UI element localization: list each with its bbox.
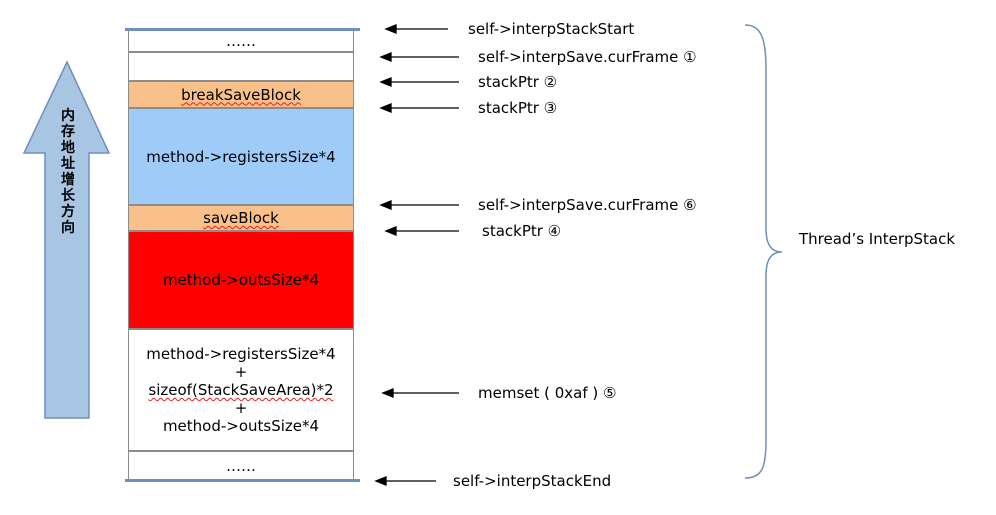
memset-line-outs: method->outsSize*4 — [162, 417, 320, 435]
label-cur-frame-6: self->interpSave.curFrame ⑥ — [478, 196, 697, 214]
break-save-block-text: breakSaveBlock — [181, 85, 301, 104]
outs-block-text: method->outsSize*4 — [162, 271, 320, 289]
pointer-arrows — [374, 24, 459, 486]
memory-growth-label: 内存地址增长方向 — [61, 108, 75, 236]
memset-area-block: method->registersSize*4 + sizeof(StackSa… — [128, 329, 354, 451]
bottom-ellipsis-text: …… — [226, 456, 256, 475]
registers-block: method->registersSize*4 — [128, 108, 354, 205]
memset-line-registers: method->registersSize*4 — [146, 345, 336, 363]
outs-block: method->outsSize*4 — [128, 231, 354, 329]
label-cur-frame-1: self->interpSave.curFrame ① — [478, 48, 697, 66]
save-block-text: saveBlock — [203, 209, 279, 227]
stack-bottom-ellipsis: …… — [128, 451, 354, 480]
memory-growth-arrow — [22, 60, 111, 419]
break-save-block: breakSaveBlock — [128, 81, 354, 108]
label-stack-ptr-3: stackPtr ③ — [478, 99, 558, 117]
registers-block-text: method->registersSize*4 — [146, 147, 336, 166]
label-stack-ptr-4: stackPtr ④ — [482, 222, 562, 240]
stack-top-edge — [125, 28, 360, 31]
save-block: saveBlock — [128, 205, 354, 231]
stack-bottom-edge — [125, 479, 360, 482]
thread-interp-stack-label: Thread’s InterpStack — [799, 230, 956, 248]
memset-line-save-area: sizeof(StackSaveArea)*2 — [148, 381, 334, 399]
memset-plus-2: + — [234, 399, 248, 417]
label-stack-start: self->interpStackStart — [468, 20, 635, 38]
top-ellipsis-text: …… — [226, 32, 256, 50]
label-stack-ptr-2: stackPtr ② — [478, 73, 558, 91]
label-stack-end: self->interpStackEnd — [453, 472, 612, 490]
label-memset-5: memset ( 0xaf ) ⑤ — [478, 384, 617, 402]
stack-empty-slot — [128, 52, 354, 81]
thread-stack-brace — [744, 24, 783, 479]
stack-top-ellipsis: …… — [128, 30, 354, 52]
memset-plus-1: + — [234, 363, 248, 381]
